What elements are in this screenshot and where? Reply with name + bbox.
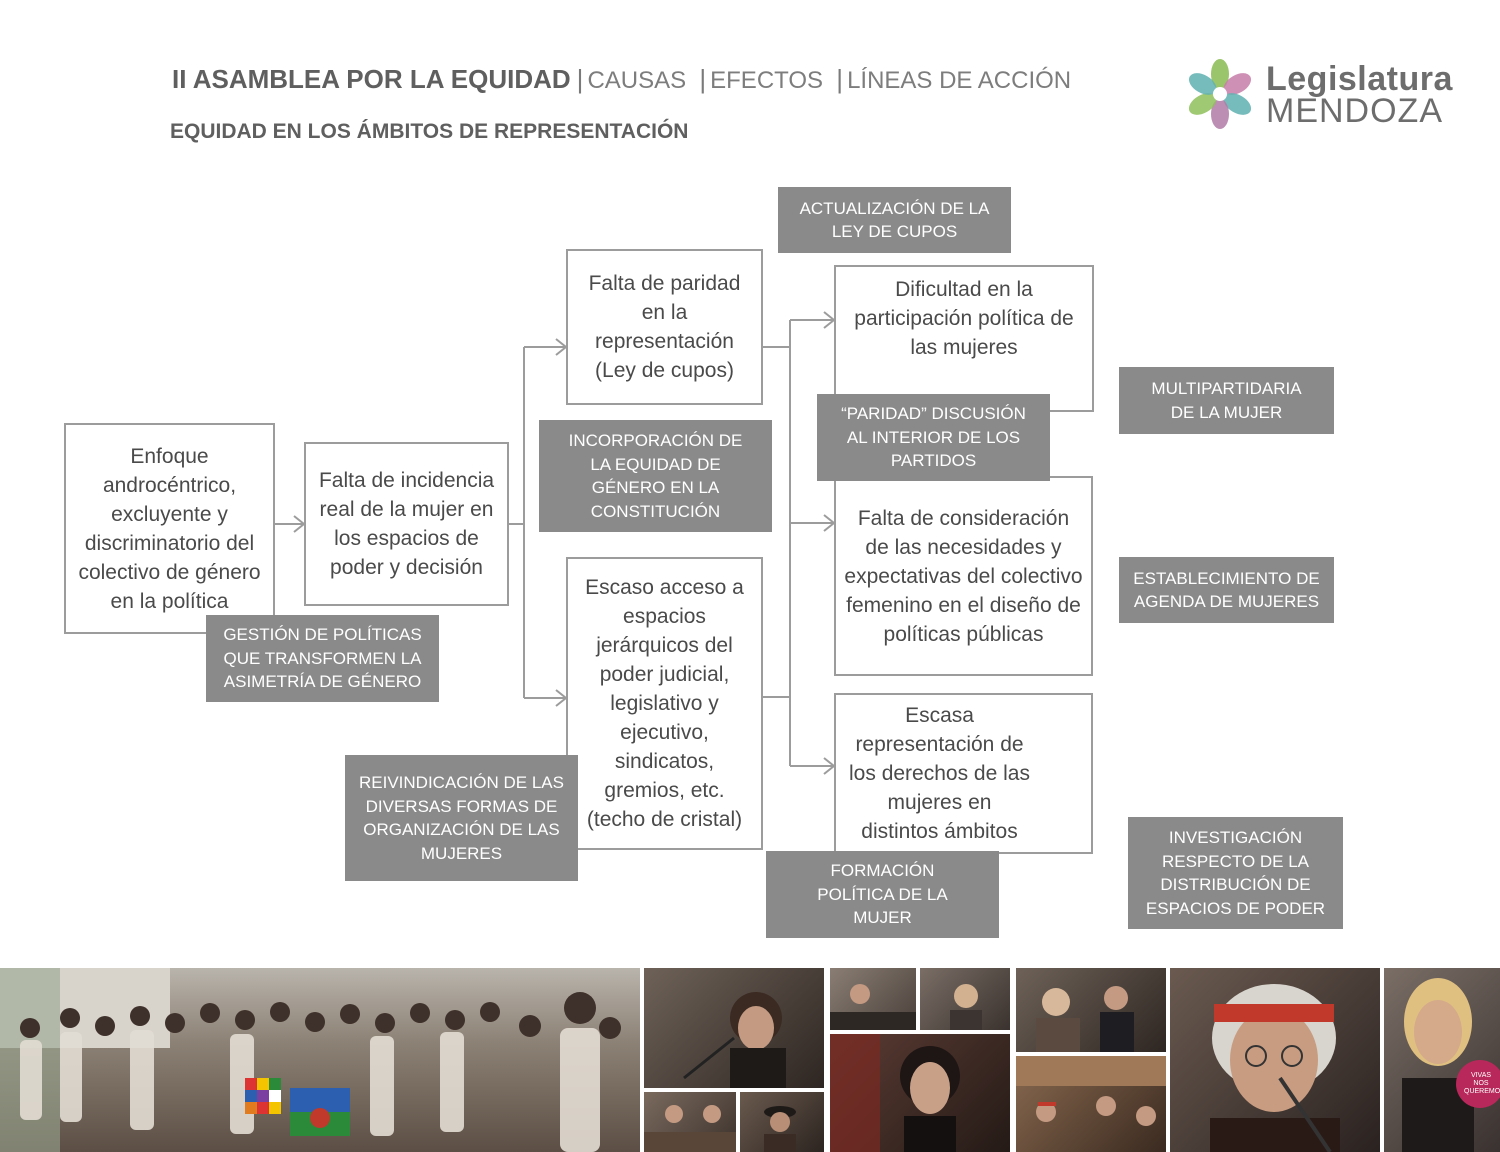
action-ley-cupos: ACTUALIZACIÓN DE LA LEY DE CUPOS [778,187,1011,253]
title-separator: | [699,64,707,94]
action-investigacion: INVESTIGACIÓN RESPECTO DE LA DISTRIBUCIÓ… [1128,817,1343,929]
effect-box-participacion: Dificultad en la participación política … [834,265,1094,412]
logo-text-legislatura: Legislatura [1266,60,1453,98]
action-agenda-mujeres: ESTABLECIMIENTO DE AGENDA DE MUJERES [1119,557,1334,623]
effect-box-representacion: Escasa representación de los derechos de… [834,693,1093,854]
title-main: II ASAMBLEA POR LA EQUIDAD [172,64,571,94]
photo-speaker-1 [644,968,824,1088]
page-subtitle: EQUIDAD EN LOS ÁMBITOS DE REPRESENTACIÓN [170,120,689,143]
cause-box-acceso: Escaso acceso a espacios jerárquicos del… [566,557,763,850]
nav-efectos: EFECTOS [710,67,824,94]
photo-session-4 [920,968,1010,1030]
title-separator: | [836,64,844,94]
effect-box-consideracion: Falta de consideración de las necesidade… [834,476,1093,676]
action-paridad-partidos: “PARIDAD” DISCUSIÓN AL INTERIOR DE LOS P… [817,394,1050,481]
photo-session-6 [1016,1056,1166,1152]
photo-session-2 [740,1092,824,1152]
photo-session-1 [644,1092,736,1152]
photo-sign-text: VIVAS NOS QUEREMOS [1464,1072,1500,1095]
action-multipartidaria: MULTIPARTIDARIA DE LA MUJER [1119,367,1334,434]
page-title: II ASAMBLEA POR LA EQUIDAD|CAUSAS |EFECT… [172,64,1071,95]
legislatura-logo-icon [1188,59,1252,129]
action-reivindicacion: REIVINDICACIÓN DE LAS DIVERSAS FORMAS DE… [345,755,578,881]
photo-strip: VIVAS NOS QUEREMOS [0,968,1500,1152]
root-cause-box: Enfoque androcéntrico, excluyente y disc… [64,423,275,634]
nav-lineas: LÍNEAS DE ACCIÓN [847,67,1072,94]
action-gestion-politicas: GESTIÓN DE POLÍTICAS QUE TRANSFORMEN LA … [206,615,439,702]
crowd-image [0,968,621,1152]
photo-speaker-3 [1170,968,1380,1152]
cause-box-paridad: Falta de paridad en la representación (L… [566,249,763,405]
photo-session-3 [830,968,916,1030]
title-separator: | [576,64,584,94]
photo-group-women [0,968,640,1152]
action-equidad-constitucion: INCORPORACIÓN DE LA EQUIDAD DE GÉNERO EN… [539,420,772,532]
nav-causas: CAUSAS [587,67,687,94]
cause-box-incidencia: Falta de incidencia real de la mujer en … [304,442,509,606]
action-formacion-politica: FORMACIÓN POLÍTICA DE LA MUJER [766,851,999,938]
photo-speaker-2 [830,1034,1010,1152]
photo-speaker-4: VIVAS NOS QUEREMOS [1384,968,1500,1152]
logo-text-mendoza: MENDOZA [1266,92,1443,130]
photo-session-5 [1016,968,1166,1052]
